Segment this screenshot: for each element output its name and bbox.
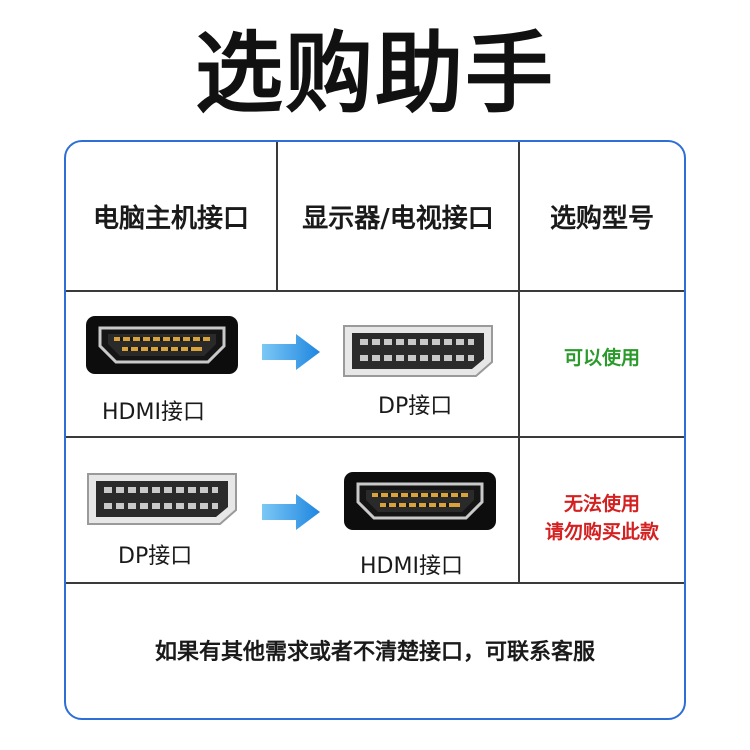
row2-result-line2: 请勿购买此款 [544, 521, 659, 543]
row2-to-label: HDMI接口 [360, 554, 463, 579]
row1-to-label: DP接口 [378, 394, 453, 419]
arrow-right-icon [262, 494, 320, 534]
arrow-right-icon [262, 334, 320, 374]
header-host-interface: 电脑主机接口 [92, 204, 249, 234]
displayport-port-icon [342, 324, 494, 382]
row1-result: 可以使用 [520, 344, 684, 372]
footer-note: 如果有其他需求或者不清楚接口，可联系客服 [154, 640, 595, 665]
displayport-port-icon [86, 472, 238, 530]
hdmi-port-icon [86, 316, 238, 378]
row1-from-label: HDMI接口 [102, 400, 205, 425]
row1-result-line1: 可以使用 [563, 347, 640, 369]
divider [518, 142, 520, 582]
divider [66, 290, 684, 292]
divider [66, 582, 684, 584]
divider [66, 436, 684, 438]
header-model: 选购型号 [549, 204, 654, 234]
row2-from-label: DP接口 [118, 544, 193, 569]
hdmi-port-icon [344, 472, 496, 534]
selection-table: 电脑主机接口 显示器/电视接口 选购型号 HDMI接口 [64, 140, 686, 720]
row2-result: 无法使用 请勿购买此款 [520, 490, 684, 546]
row2-result-line1: 无法使用 [563, 493, 640, 515]
divider [276, 142, 278, 290]
page-title: 选购助手 [194, 22, 555, 125]
header-display-interface: 显示器/电视接口 [302, 204, 494, 234]
